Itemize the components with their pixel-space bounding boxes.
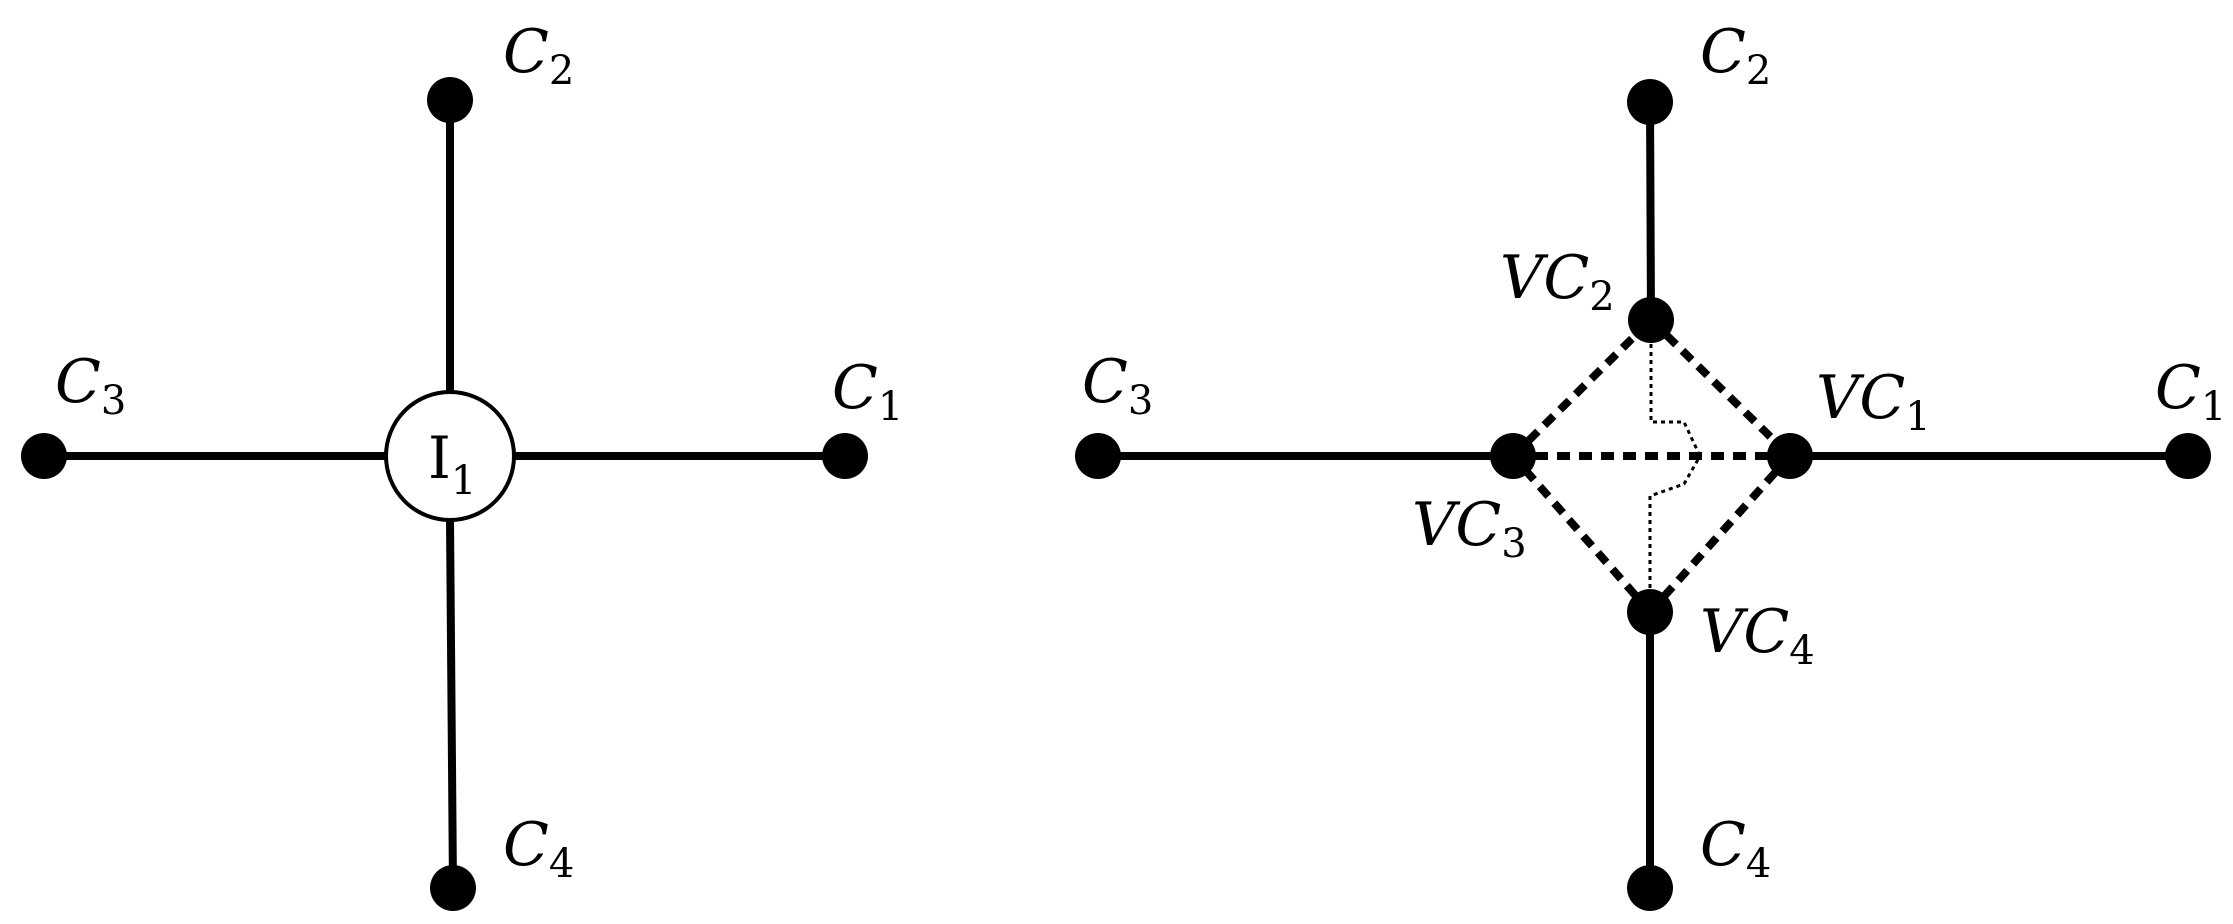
node-c1 bbox=[822, 433, 868, 479]
node-vc2 bbox=[1628, 297, 1674, 343]
left-diagram: I1 C2 C3 C1 C4 bbox=[21, 17, 903, 911]
node-c3 bbox=[1075, 433, 1121, 479]
edge-vc4-vc3 bbox=[1509, 453, 1654, 615]
edge-vc1-vc4 bbox=[1647, 453, 1793, 615]
label-c1: C1 bbox=[2155, 353, 2226, 430]
node-vc3 bbox=[1490, 433, 1536, 479]
label-vc1: VC1 bbox=[1816, 363, 1931, 440]
node-vc1 bbox=[1767, 433, 1813, 479]
hub-label: I1 bbox=[428, 424, 476, 504]
label-c2: C2 bbox=[1700, 17, 1771, 94]
edge-vc4-vc3-dotted bbox=[1648, 455, 1702, 612]
edge-vc3-vc2 bbox=[1510, 317, 1654, 459]
label-vc2: VC2 bbox=[1500, 243, 1615, 320]
label-c3: C3 bbox=[55, 347, 126, 424]
edge-vc2-vc1 bbox=[1648, 317, 1793, 459]
node-c1 bbox=[2165, 433, 2211, 479]
label-c4: C4 bbox=[503, 810, 574, 887]
node-c2 bbox=[427, 77, 473, 123]
node-c4 bbox=[430, 865, 476, 911]
label-vc4: VC4 bbox=[1700, 597, 1815, 674]
node-vc4 bbox=[1627, 589, 1673, 635]
label-vc3: VC3 bbox=[1412, 490, 1527, 567]
label-c2: C2 bbox=[503, 17, 574, 94]
right-diagram: C2 C3 C1 C4 VC2 VC1 VC3 VC4 bbox=[1075, 17, 2226, 911]
node-c2 bbox=[1627, 79, 1673, 125]
node-c3 bbox=[21, 433, 67, 479]
node-c4 bbox=[1627, 865, 1673, 911]
label-c1: C1 bbox=[832, 353, 903, 430]
edge-hub-c4 bbox=[446, 516, 457, 892]
label-c3: C3 bbox=[1082, 347, 1153, 424]
intersection-hub bbox=[384, 390, 516, 522]
edge-c2-vc2 bbox=[1646, 98, 1655, 324]
label-c4: C4 bbox=[1700, 810, 1771, 887]
edge-vc2-vc3-dotted bbox=[1649, 320, 1702, 457]
